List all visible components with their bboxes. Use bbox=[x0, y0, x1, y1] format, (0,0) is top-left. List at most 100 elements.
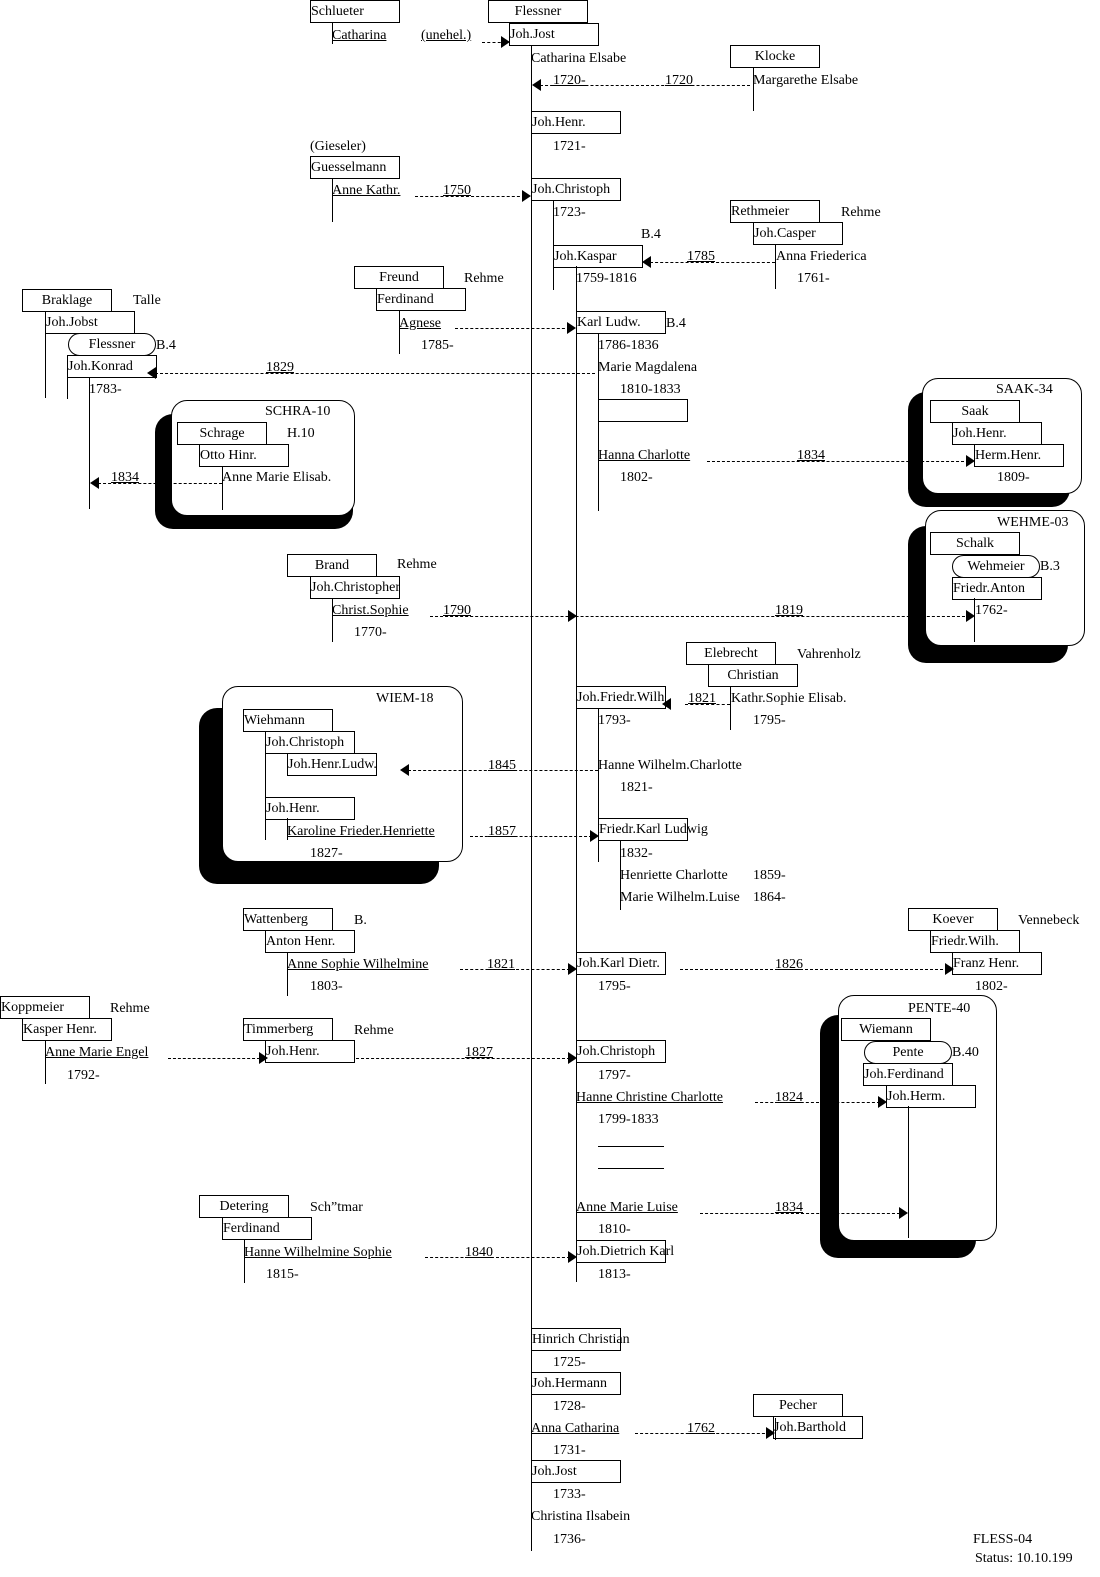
connector-timmerberg bbox=[356, 1058, 570, 1059]
wiem-panel bbox=[222, 686, 463, 862]
marie-magdalena[interactable]: Marie Magdalena bbox=[598, 360, 698, 375]
wiem-joh-christoph-box[interactable]: Joh.Christoph bbox=[265, 731, 355, 754]
joh-friedr-wilh-box[interactable]: Joh.Friedr.Wilh bbox=[576, 686, 666, 709]
timmerberg-surname-box[interactable]: Timmerberg bbox=[243, 1018, 333, 1041]
wiehmann-surname-box[interactable]: Wiehmann bbox=[243, 709, 333, 732]
detering-ferdinand-box[interactable]: Ferdinand bbox=[222, 1217, 312, 1240]
schrage-surname-box[interactable]: Schrage bbox=[177, 422, 267, 445]
koever-surname-box[interactable]: Koever bbox=[908, 908, 998, 931]
kathr-sophie-elisab[interactable]: Kathr.Sophie Elisab. bbox=[731, 691, 847, 706]
flessner-surname-box[interactable]: Flessner bbox=[488, 0, 588, 23]
freund-surname-box[interactable]: Freund bbox=[354, 266, 444, 289]
joh-karl-dietr-box[interactable]: Joh.Karl Dietr. bbox=[576, 952, 666, 975]
henriette-charlotte[interactable]: Henriette Charlotte bbox=[620, 868, 728, 883]
christian-box[interactable]: Christian bbox=[708, 664, 798, 687]
flessner-birthname-pill[interactable]: Flessner bbox=[68, 333, 156, 356]
anne-marie-elisab[interactable]: Anne Marie Elisab. bbox=[222, 470, 332, 485]
pente-birthname-pill[interactable]: Pente bbox=[864, 1041, 952, 1064]
koever-marriage-year: 1826 bbox=[775, 957, 803, 972]
joh-christoph-box[interactable]: Joh.Christoph bbox=[531, 178, 621, 201]
joh-kaspar-box[interactable]: Joh.Kaspar bbox=[553, 245, 643, 268]
margarethe-elsabe[interactable]: Margarethe Elsabe bbox=[753, 73, 859, 88]
detering-place: Sch”tmar bbox=[310, 1200, 363, 1215]
koppmeier-surname-box[interactable]: Koppmeier bbox=[0, 996, 90, 1019]
arrow-left-icon bbox=[147, 367, 156, 379]
schlueter-surname-box[interactable]: Schlueter bbox=[310, 0, 400, 23]
joh-dietrich-karl-born: 1813- bbox=[598, 1267, 631, 1282]
hanna-charlotte[interactable]: Hanna Charlotte bbox=[598, 448, 691, 463]
anna-friederica[interactable]: Anna Friederica bbox=[776, 249, 867, 264]
joh-casper-box[interactable]: Joh.Casper bbox=[753, 222, 843, 245]
friedr-anton-box[interactable]: Friedr.Anton bbox=[952, 577, 1042, 600]
braklage-ref: B.4 bbox=[156, 338, 176, 353]
joh-hermann-box[interactable]: Joh.Hermann bbox=[531, 1372, 621, 1395]
herm-henr-box[interactable]: Herm.Henr. bbox=[974, 444, 1064, 467]
franz-henr-box[interactable]: Franz Henr. bbox=[952, 952, 1042, 975]
wiem-code: WIEM-18 bbox=[376, 691, 434, 706]
joh-jobst-box[interactable]: Joh.Jobst bbox=[45, 311, 135, 334]
schalk-surname-box[interactable]: Schalk bbox=[930, 532, 1020, 555]
saak-joh-henr-box[interactable]: Joh.Henr. bbox=[952, 422, 1042, 445]
joh-jost2-box[interactable]: Joh.Jost bbox=[531, 1460, 621, 1483]
catharina-elsabe[interactable]: Catharina Elsabe bbox=[531, 51, 627, 66]
arrow-right-icon bbox=[878, 1096, 887, 1108]
detering-surname-box[interactable]: Detering bbox=[199, 1195, 289, 1218]
schlueter-note: (unehel.) bbox=[421, 28, 472, 43]
hanne-wilhelmine-sophie[interactable]: Hanne Wilhelmine Sophie bbox=[244, 1245, 392, 1260]
christ-sophie[interactable]: Christ.Sophie bbox=[332, 603, 409, 618]
saak-surname-box[interactable]: Saak bbox=[930, 400, 1020, 423]
joh-konrad-desc-line bbox=[89, 377, 90, 509]
pecher-surname-box[interactable]: Pecher bbox=[753, 1394, 843, 1417]
hinrich-christian-box[interactable]: Hinrich Christian bbox=[531, 1328, 630, 1351]
wiem-joh-henr-box[interactable]: Joh.Henr. bbox=[265, 797, 355, 820]
timmerberg-joh-henr-box[interactable]: Joh.Henr. bbox=[265, 1040, 355, 1063]
joh-jost-box[interactable]: Joh.Jost bbox=[509, 23, 599, 46]
anne-kathr[interactable]: Anne Kathr. bbox=[332, 183, 401, 198]
arrow-right-icon bbox=[568, 1052, 577, 1064]
karoline-frieder-henriette[interactable]: Karoline Frieder.Henriette bbox=[287, 824, 435, 839]
freund-line bbox=[399, 310, 400, 354]
klocke-surname-box[interactable]: Klocke bbox=[730, 45, 820, 68]
schlueter-person[interactable]: Catharina bbox=[332, 28, 387, 43]
hanne-christine-charlotte[interactable]: Hanne Christine Charlotte bbox=[576, 1090, 723, 1105]
wehmeier-birthname-pill[interactable]: Wehmeier bbox=[952, 555, 1040, 578]
wiem-marriage-1845: 1845 bbox=[488, 758, 516, 773]
friedr-karl-ludwig-box[interactable]: Friedr.Karl Ludwig bbox=[598, 818, 708, 841]
christina-ilsabein[interactable]: Christina Ilsabein bbox=[531, 1509, 631, 1524]
agnese[interactable]: Agnese bbox=[399, 316, 441, 331]
anton-henr-box[interactable]: Anton Henr. bbox=[265, 930, 355, 953]
joh-herm-box[interactable]: Joh.Herm. bbox=[886, 1085, 976, 1108]
wattenberg-surname-box[interactable]: Wattenberg bbox=[243, 908, 333, 931]
joh-christoph2-box[interactable]: Joh.Christoph bbox=[576, 1040, 666, 1063]
karl-ludw-box[interactable]: Karl Ludw. bbox=[576, 311, 666, 334]
anna-catharina[interactable]: Anna Catharina bbox=[531, 1421, 620, 1436]
guesselmann-surname-box[interactable]: Guesselmann bbox=[310, 156, 400, 179]
joh-ferdinand-box[interactable]: Joh.Ferdinand bbox=[863, 1063, 953, 1086]
joh-christopher-box[interactable]: Joh.Christopher bbox=[310, 576, 400, 599]
schrage-marriage-year: 1834 bbox=[111, 470, 139, 485]
guesselmann-marriage-year: 1750 bbox=[443, 183, 471, 198]
anne-sophie-wilhelmine[interactable]: Anne Sophie Wilhelmine bbox=[287, 957, 429, 972]
joh-barthold-box[interactable]: Joh.Barthold bbox=[773, 1416, 863, 1439]
otto-hinr-box[interactable]: Otto Hinr. bbox=[199, 444, 289, 467]
brand-surname-box[interactable]: Brand bbox=[287, 554, 377, 577]
braklage-surname-box[interactable]: Braklage bbox=[22, 289, 112, 312]
wiemann-surname-box[interactable]: Wiemann bbox=[841, 1018, 931, 1041]
hanne-wilhelmine-born: 1815- bbox=[266, 1267, 299, 1282]
joh-henr-box[interactable]: Joh.Henr. bbox=[531, 111, 621, 134]
elebrecht-surname-box[interactable]: Elebrecht bbox=[686, 642, 776, 665]
ferdinand-box[interactable]: Ferdinand bbox=[376, 288, 466, 311]
joh-konrad-box[interactable]: Joh.Konrad bbox=[67, 355, 157, 378]
joh-henr-ludw-box[interactable]: Joh.Henr.Ludw. bbox=[287, 753, 377, 776]
marie-wilhelm-luise[interactable]: Marie Wilhelm.Luise bbox=[620, 890, 740, 905]
anne-marie-luise[interactable]: Anne Marie Luise bbox=[576, 1200, 678, 1215]
joh-dietrich-karl-box[interactable]: Joh.Dietrich Karl bbox=[576, 1240, 674, 1263]
arrow-left-icon bbox=[532, 79, 541, 91]
hanne-wilhelm-charlotte[interactable]: Hanne Wilhelm.Charlotte bbox=[598, 758, 742, 773]
placeholder-line bbox=[598, 1168, 664, 1169]
friedr-karl-line bbox=[620, 840, 621, 910]
rethmeier-surname-box[interactable]: Rethmeier bbox=[730, 200, 820, 223]
friedr-wilh-box[interactable]: Friedr.Wilh. bbox=[930, 930, 1020, 953]
anne-marie-engel[interactable]: Anne Marie Engel bbox=[45, 1045, 149, 1060]
kasper-henr-box[interactable]: Kasper Henr. bbox=[22, 1018, 112, 1041]
